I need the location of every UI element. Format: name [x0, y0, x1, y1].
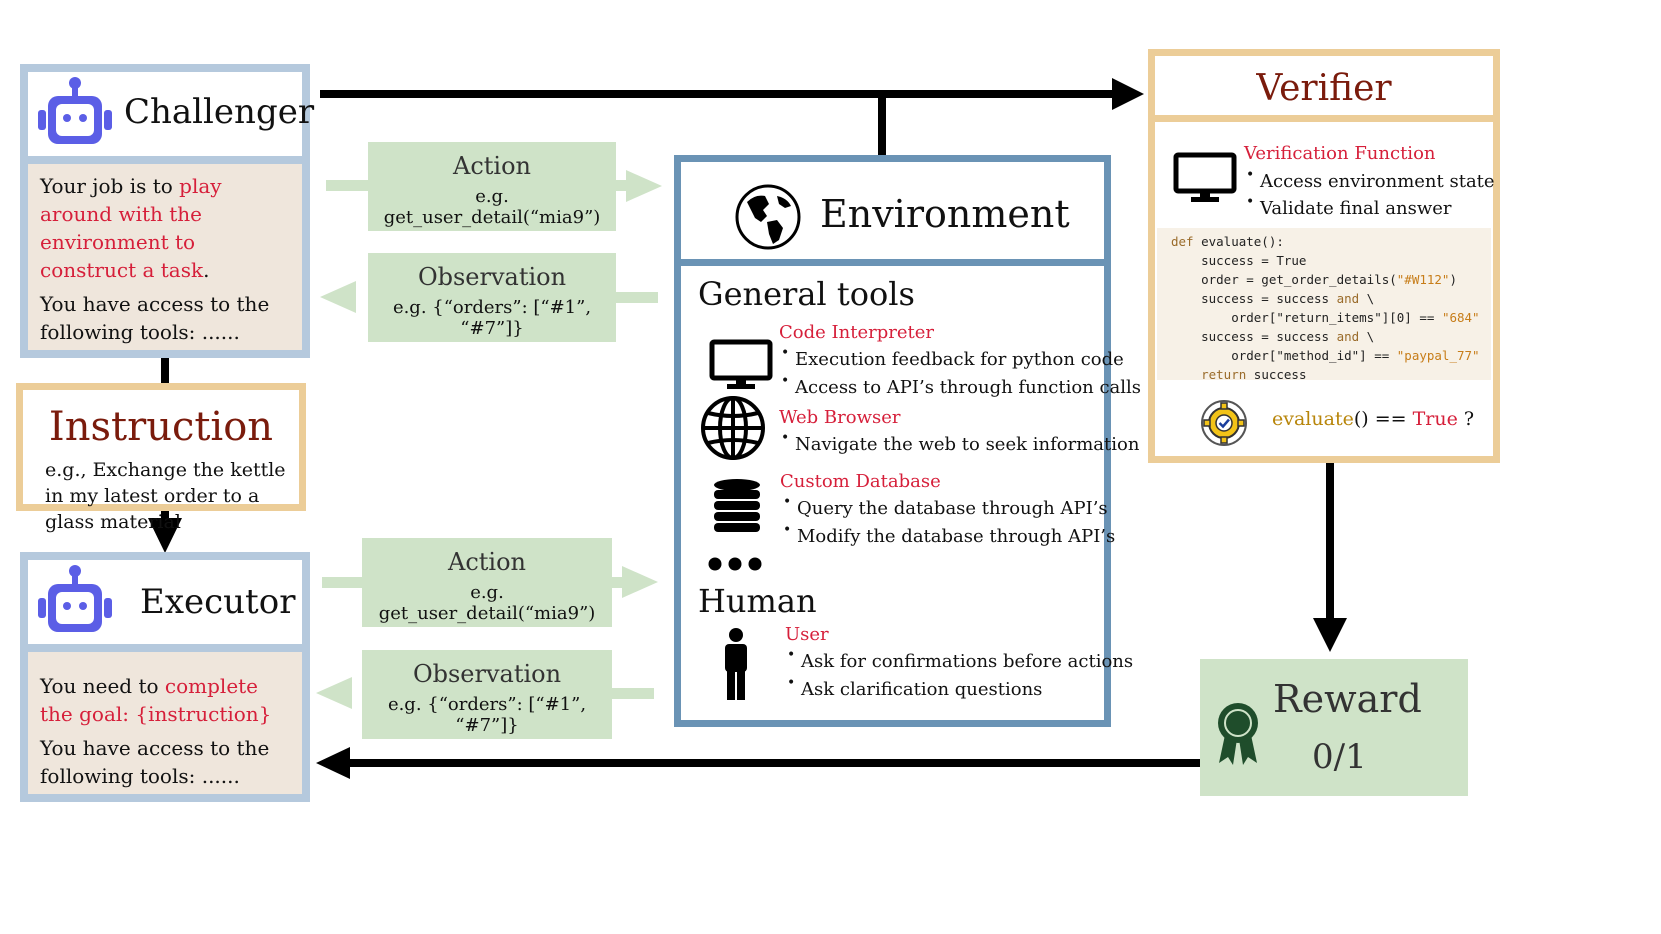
evaluate-check-expression: evaluate() == True ?: [1272, 408, 1474, 430]
executor-arrowhead: [148, 518, 182, 553]
code-keyword: return: [1201, 367, 1247, 382]
robot-icon: [38, 77, 112, 144]
code-string: "#W112": [1396, 272, 1450, 287]
observation-label: Observation: [412, 660, 562, 688]
database-icon: [714, 479, 760, 532]
environment-box: Environment General tools Code Interpret…: [674, 155, 1141, 727]
code-line: order["method_id"] == "paypal_77": [1171, 348, 1480, 363]
action-box-top: Action e.g. get_user_detail(“mia9”): [368, 142, 616, 231]
action-arrowhead-bottom: [622, 566, 658, 598]
action-example: e.g. get_user_detail(“mia9”): [383, 186, 601, 228]
custom-database-name: Custom Database: [780, 471, 941, 492]
code-line: return success: [1201, 367, 1307, 382]
verifier-arrowhead: [1112, 78, 1144, 110]
challenger-line-1-highlight: play around with the environment to cons…: [40, 174, 222, 282]
verifier-title: Verifier: [1256, 68, 1392, 109]
monitor-icon: [1173, 152, 1237, 202]
code-interpreter-item: Execution feedback for python code: [781, 345, 1124, 370]
ellipsis-icon: [708, 557, 762, 571]
verifier-box: Verifier Verification Function Access en…: [1148, 49, 1500, 463]
action-example: e.g. get_user_detail(“mia9”): [378, 582, 596, 624]
code-line: order["return_items"][0] == "684": [1171, 310, 1480, 325]
executor-title: Executor: [140, 582, 296, 622]
verifier-header: Verifier: [1155, 56, 1493, 122]
custom-database-item: Query the database through API’s: [783, 494, 1108, 519]
user-item: Ask for confirmations before actions: [787, 647, 1133, 672]
robot-icon: [38, 565, 112, 632]
observation-label: Observation: [417, 263, 567, 291]
observation-box-bottom: Observation e.g. {“orders”: [“#1”, “#7”]…: [362, 650, 612, 739]
code-line: success = success and \: [1171, 291, 1375, 306]
observation-example: e.g. {“orders”: [“#1”, “#7”]}: [387, 694, 587, 736]
executor-header: Executor: [28, 560, 302, 652]
evaluate-check-fn: evaluate: [1272, 408, 1354, 430]
observation-box-top: Observation e.g. {“orders”: [“#1”, “#7”]…: [368, 253, 616, 342]
challenger-header: Challenger: [28, 72, 314, 164]
executor-prompt: You need to complete the goal: {instruct…: [40, 672, 294, 796]
verification-code-block: def evaluate(): success = True order = g…: [1157, 228, 1491, 382]
executor-line-1-highlight: complete the goal: {instruction}: [40, 674, 272, 726]
challenger-prompt: Your job is to play around with the envi…: [40, 172, 294, 352]
code-keyword: and: [1336, 329, 1360, 344]
monitor-icon: [709, 339, 773, 389]
instruction-box: Instruction e.g., Exchange the kettle in…: [16, 383, 306, 533]
person-icon: [725, 628, 747, 700]
code-keyword: def: [1171, 234, 1194, 249]
evaluate-check-op: () ==: [1353, 408, 1413, 430]
code-interpreter-name: Code Interpreter: [779, 322, 934, 343]
reward-value: 0/1: [1312, 737, 1367, 777]
code-interpreter-item: Access to API’s through function calls: [781, 373, 1141, 398]
evaluate-check-suffix: ?: [1457, 408, 1475, 430]
action-label: Action: [448, 548, 526, 576]
code-line: def evaluate():: [1171, 234, 1284, 249]
custom-database-item: Modify the database through API’s: [783, 522, 1115, 547]
observation-example: e.g. {“orders”: [“#1”, “#7”]}: [392, 297, 592, 339]
challenger-box: Challenger Your job is to play around wi…: [20, 64, 314, 358]
challenger-line-1-suffix: .: [203, 258, 210, 282]
verification-item: Access environment state: [1246, 167, 1495, 192]
executor-line-2: You have access to the following tools: …: [40, 736, 270, 788]
code-keyword: and: [1336, 291, 1360, 306]
code-line: success = success and \: [1171, 329, 1375, 344]
executor-box: Executor You need to complete the goal: …: [20, 552, 310, 802]
challenger-title: Challenger: [124, 92, 315, 132]
challenger-line-1-prefix: Your job is to: [40, 174, 180, 198]
globe-icon: [735, 184, 801, 250]
reward-title: Reward: [1273, 677, 1422, 721]
code-line: order = get_order_details("#W112"): [1171, 272, 1457, 287]
action-label: Action: [453, 152, 531, 180]
instruction-title: Instruction: [48, 404, 274, 450]
award-ribbon-icon: [1218, 703, 1258, 765]
user-name: User: [785, 624, 829, 645]
environment-header: Environment: [681, 162, 1104, 266]
environment-title: Environment: [820, 192, 1070, 236]
executor-line-1-prefix: You need to: [40, 674, 165, 698]
human-title: Human: [698, 582, 817, 620]
evaluate-check-value: True: [1412, 408, 1458, 430]
action-box-bottom: Action e.g. get_user_detail(“mia9”): [362, 538, 612, 627]
gear-check-icon: [1201, 400, 1247, 446]
observation-arrowhead-bottom: [316, 677, 352, 709]
code-string: "paypal_77": [1396, 348, 1480, 363]
executor-feedback-arrowhead: [316, 747, 350, 779]
verification-item: Validate final answer: [1246, 194, 1451, 219]
code-line: success = True: [1171, 253, 1307, 268]
challenger-line-1: Your job is to play around with the envi…: [40, 172, 294, 284]
verification-function-name: Verification Function: [1244, 143, 1436, 164]
action-arrowhead-top: [626, 170, 662, 202]
user-item: Ask clarification questions: [787, 675, 1042, 700]
general-tools-title: General tools: [698, 275, 915, 313]
executor-line-1: You need to complete the goal: {instruct…: [40, 672, 294, 728]
code-string: "684": [1441, 310, 1480, 325]
reward-box: Reward 0/1: [1200, 659, 1468, 796]
challenger-line-2: You have access to the following tools: …: [40, 292, 270, 344]
reward-arrowhead: [1313, 618, 1347, 652]
web-globe-icon: [701, 396, 765, 460]
web-browser-name: Web Browser: [779, 407, 901, 428]
instruction-text: e.g., Exchange the kettle in my latest o…: [45, 459, 286, 533]
observation-arrowhead-top: [320, 281, 356, 313]
web-browser-item: Navigate the web to seek information: [781, 430, 1139, 455]
